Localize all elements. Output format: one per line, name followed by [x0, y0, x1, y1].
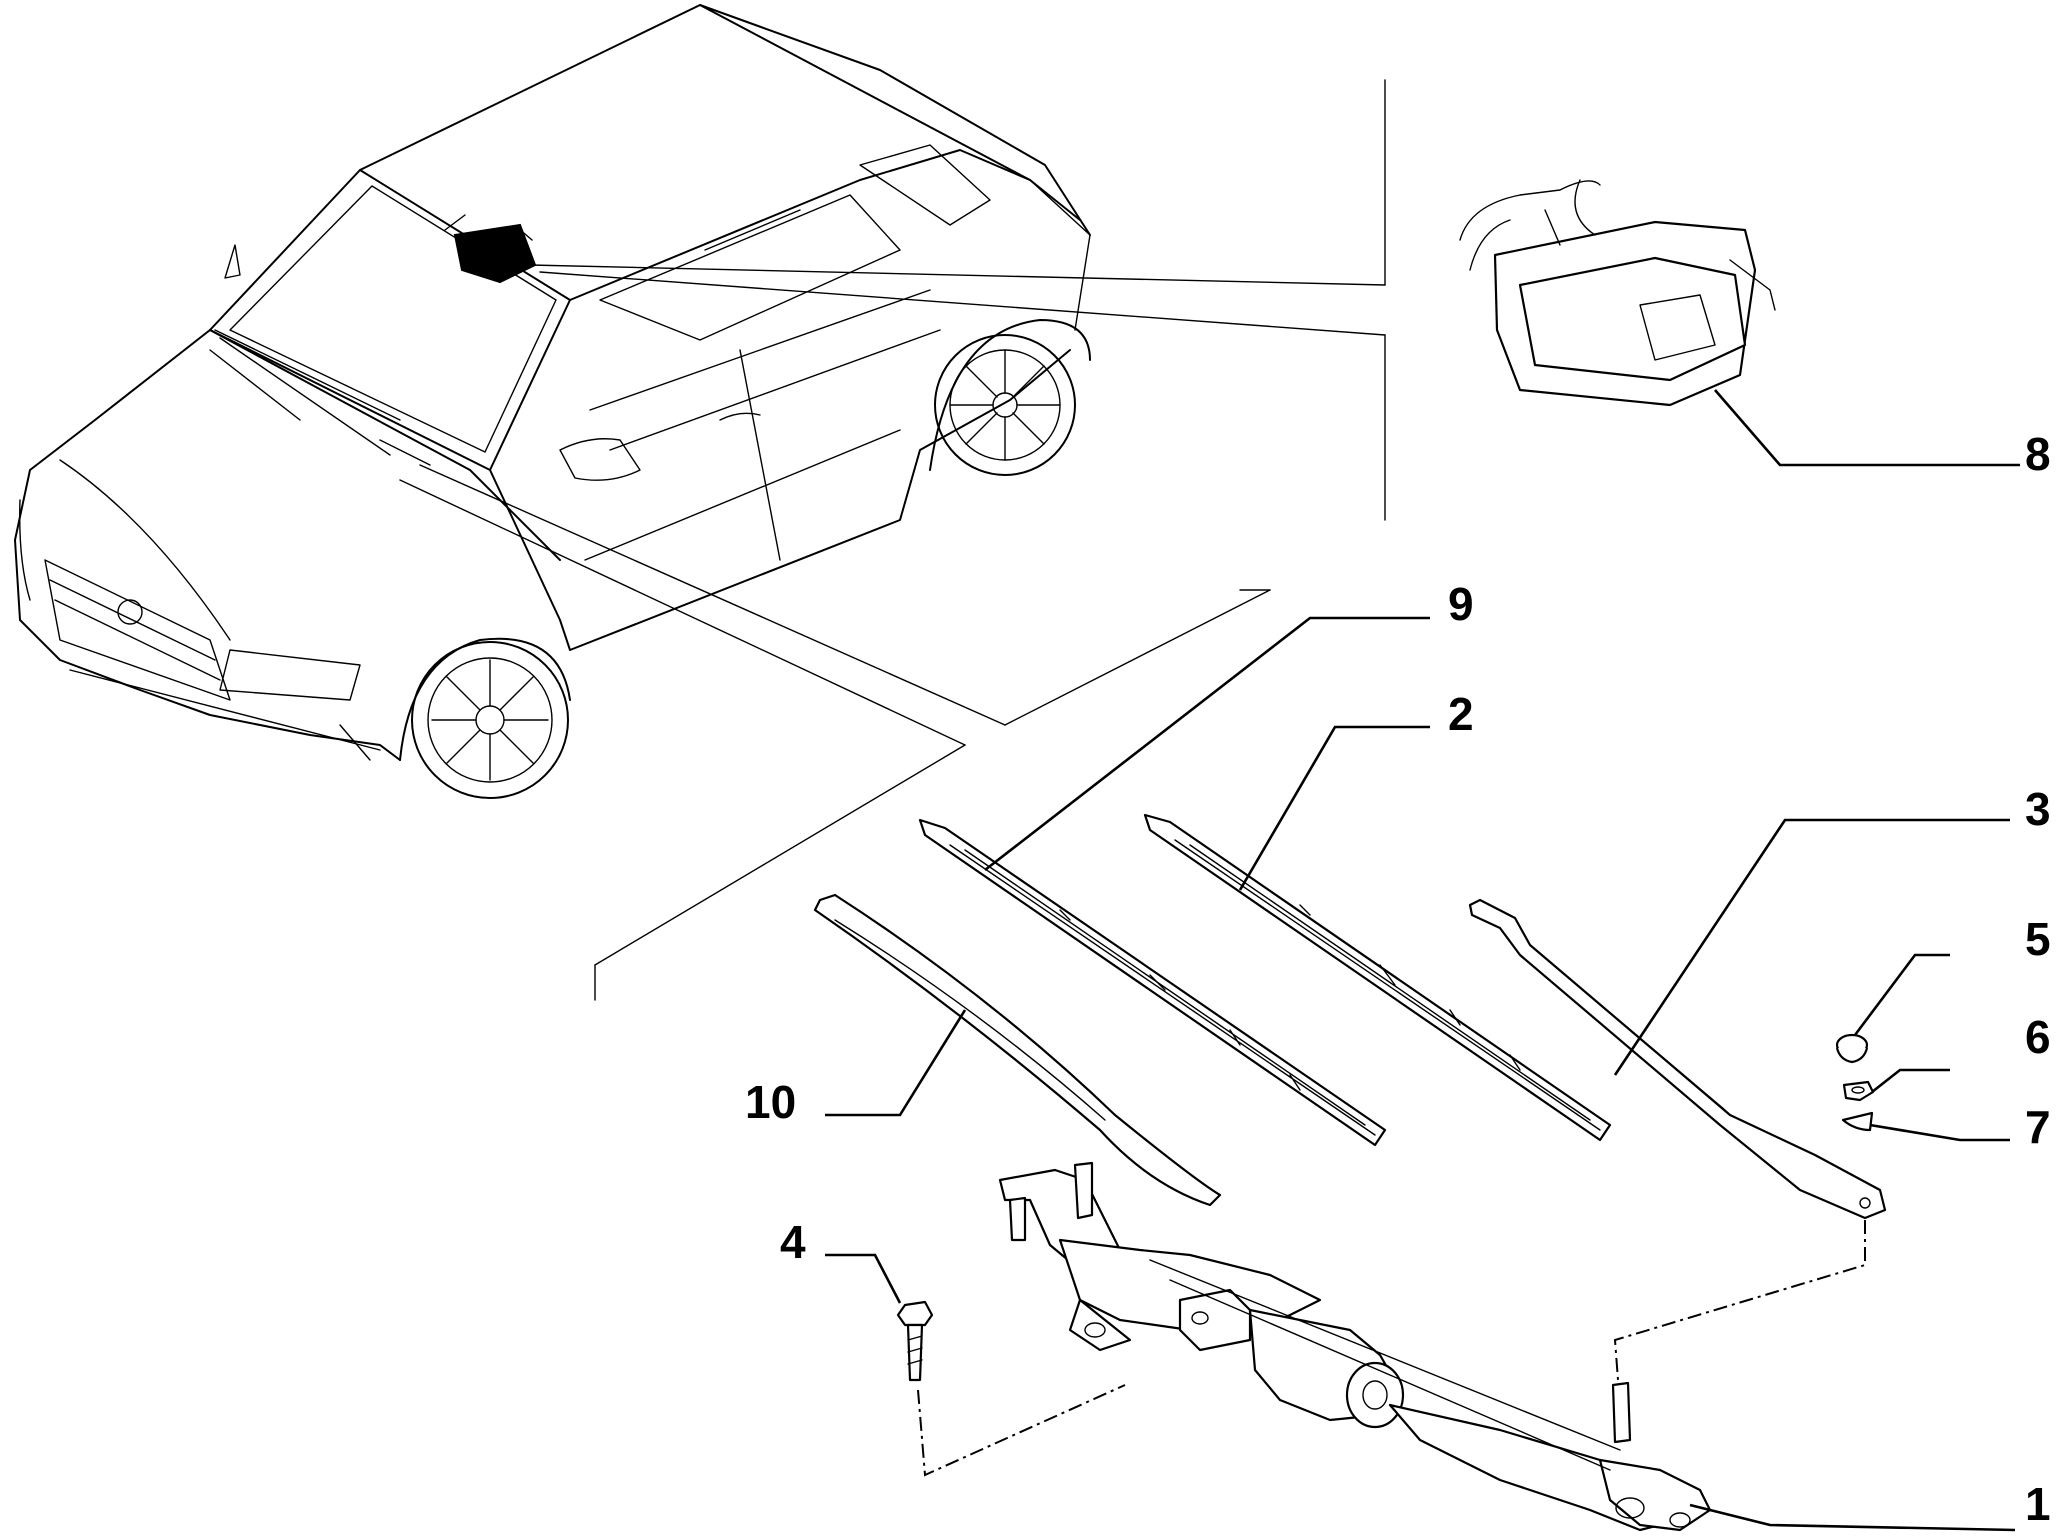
car-leader-lines: [399, 79, 1386, 1001]
washer-part-7: [1841, 1111, 1874, 1132]
callout-3: 3: [2025, 783, 2051, 835]
wiper-blade-part-2: [1143, 813, 1612, 1142]
callout-7: 7: [2025, 1101, 2051, 1153]
small-fasteners: [1835, 1033, 1875, 1132]
callout-1: 1: [2025, 1478, 2051, 1530]
wiper-arm-part-3: [1468, 898, 1887, 1220]
rain-sensor-part: [1459, 179, 1776, 407]
callout-leaders: [825, 389, 2020, 1532]
callout-labels: 1 2 3 4 5 6 7 8 9 10: [745, 428, 2051, 1530]
callout-4: 4: [780, 1216, 806, 1268]
callout-2: 2: [1448, 688, 1474, 740]
wiper-linkage-part-1: [998, 1161, 1712, 1532]
wiper-blade-part-10: [813, 893, 1222, 1207]
callout-10: 10: [745, 1076, 796, 1128]
callout-9: 9: [1448, 578, 1474, 630]
car-illustration: [14, 4, 1091, 799]
callout-6: 6: [2025, 1011, 2051, 1063]
bolt-part-4: [896, 1300, 934, 1382]
callout-8: 8: [2025, 428, 2051, 480]
nut-part-6: [1842, 1080, 1875, 1102]
wiper-blade-part-9: [918, 818, 1387, 1147]
callout-5: 5: [2025, 913, 2051, 965]
assembly-dashed-lines: [917, 1220, 1866, 1477]
